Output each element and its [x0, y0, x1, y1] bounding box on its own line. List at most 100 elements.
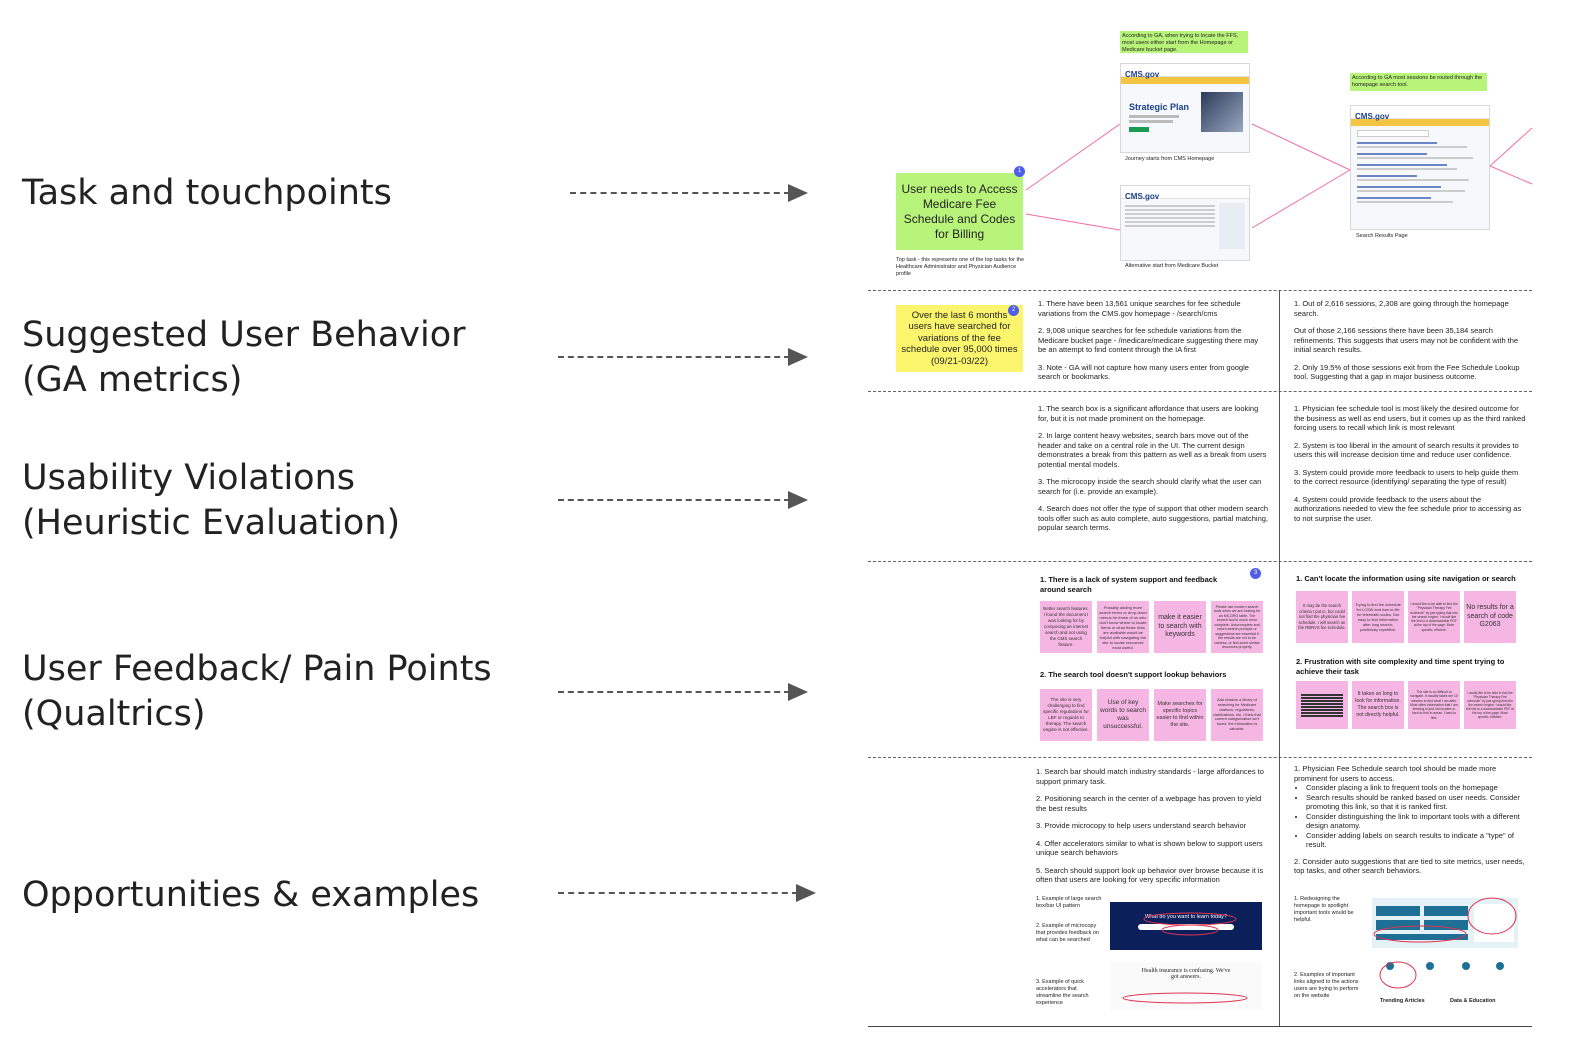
ga-col2-item: Out of those 2,166 sessions there have b… [1294, 326, 1519, 354]
arrow-head-icon [788, 184, 808, 202]
example-accelerators-title: Health insurance is confusing. We've got… [1141, 968, 1231, 980]
example-highlight-ellipse [1143, 912, 1237, 936]
sticky-note: Add shadow a library of searching for Me… [1211, 689, 1263, 741]
ga-col1-item: 1. There have been 13,561 unique searche… [1038, 299, 1241, 318]
cms-logo-3: CMS.gov [1355, 112, 1390, 121]
caption-homepage: Journey starts from CMS Homepage [1125, 156, 1215, 162]
arrow-task [570, 184, 808, 202]
column-divider [1279, 290, 1280, 1027]
divider-3 [868, 561, 1532, 562]
cms-logo-2: CMS.gov [1125, 192, 1160, 201]
link-icon [1426, 962, 1434, 970]
opportunity-col2-item2: 2. Consider auto suggestions that are ti… [1294, 856, 1525, 876]
ga-col1-item: 2. 9,008 unique searches for fee schedul… [1038, 326, 1259, 354]
arrow-head-icon [788, 348, 808, 366]
arrow-ga [558, 348, 808, 366]
example-homepage-redesign [1372, 898, 1518, 948]
caption-search: Search Results Page [1356, 233, 1408, 239]
sticky-note: Trying to find fee schedule for LCSW and… [1352, 591, 1404, 643]
arrow-opportunities [558, 884, 816, 902]
col2-example-label-2: 2. Examples of important links aligned t… [1294, 972, 1359, 999]
sticky-note: Use of key words to search was unsuccess… [1097, 689, 1149, 741]
heuristic-col1-item: 3. The microcopy inside the search shoul… [1038, 477, 1262, 496]
badge-3: 3 [1250, 568, 1261, 579]
col2-foot-right: Data & Education [1450, 998, 1496, 1004]
heuristic-col1-item: 4. Search does not offer the type of sup… [1038, 504, 1269, 532]
heuristic-col2: 1. Physician fee schedule tool is most l… [1294, 404, 1526, 531]
row-label-opportunities: Opportunities & examples [22, 875, 480, 915]
example-search-bar [1138, 924, 1234, 930]
divider-4 [868, 757, 1532, 758]
sticky-note: Please use modern search tools when we a… [1211, 601, 1263, 653]
example-accelerators-ellipse [1122, 992, 1248, 1004]
opportunities-col1: 1. Search bar should match industry stan… [1036, 767, 1268, 893]
example-search-hero: What do you want to learn today? [1110, 902, 1262, 950]
ga-sticky-text: Over the last 6 months users have search… [901, 309, 1018, 367]
feedback-left-heading-2: 2. The search tool doesn't support looku… [1040, 670, 1227, 679]
col2-foot-left: Trending Articles [1380, 998, 1425, 1004]
heuristic-col2-item: 4. System could provide feedback to the … [1294, 494, 1522, 523]
sticky-note: It may be the search criteria I put in, … [1296, 591, 1348, 643]
arrow-head-icon [796, 884, 816, 902]
example-important-links [1372, 958, 1518, 992]
cms-logo: CMS.gov [1125, 70, 1160, 79]
row-label-ga-metrics: Suggested User Behavior (GA metrics) [22, 315, 466, 400]
example-accelerators: Health insurance is confusing. We've got… [1110, 962, 1262, 1010]
badge-2: 2 [1008, 305, 1019, 316]
example-label-1: 1. Example of large search box/bar UI pa… [1036, 896, 1102, 909]
ga-col2: 1. Out of 2,616 sessions, 2,308 are goin… [1294, 299, 1526, 390]
opportunity-item: 2. Positioning search in the center of a… [1036, 794, 1262, 813]
heuristic-col1: 1. The search box is a significant affor… [1038, 404, 1268, 541]
sticky-note: Better search features. I found the docu… [1040, 601, 1092, 653]
example-label-2: 2. Example of microcopy that provides fe… [1036, 923, 1099, 943]
heuristic-col1-item: 1. The search box is a significant affor… [1038, 404, 1259, 423]
heuristic-col2-item: 3. System could provide more feedback to… [1294, 467, 1519, 487]
task-sticky: User needs to Access Medicare Fee Schedu… [896, 173, 1023, 250]
row-label-task: Task and touchpoints [22, 173, 392, 213]
divider-2 [868, 391, 1532, 392]
feedback-right-heading-1: 1. Can't locate the information using si… [1296, 574, 1516, 583]
bottom-border [868, 1026, 1532, 1027]
ga-col2-item: 1. Out of 2,616 sessions, 2,308 are goin… [1294, 299, 1509, 318]
hero-title: Strategic Plan [1129, 102, 1190, 112]
divider-1 [868, 290, 1532, 291]
ga-col1-item: 3. Note - GA will not capture how many u… [1038, 362, 1249, 382]
opportunity-col2-intro: 1. Physician Fee Schedule search tool sh… [1294, 764, 1497, 783]
ga-entry-note: According to GA, when trying to locate t… [1120, 31, 1248, 53]
sticky-note: It takes so long to look for information… [1352, 681, 1404, 729]
sticky-note: No results for a search of code G2063 [1464, 591, 1516, 643]
feedback-right-heading-2: 2. Frustration with site complexity and … [1296, 657, 1505, 676]
example-label-3: 3. Example of quick accelerators that st… [1036, 979, 1089, 1006]
ga-col2-item: 2. Only 19.5% of those sessions exit fro… [1294, 362, 1520, 382]
opportunities-col2: 1. Physician Fee Schedule search tool sh… [1294, 764, 1528, 876]
task-sticky-text: User needs to Access Medicare Fee Schedu… [901, 181, 1018, 241]
sticky-note: Make searches for specific topics easier… [1154, 689, 1206, 741]
link-icon [1496, 962, 1504, 970]
arrow-feedback [558, 683, 808, 701]
opportunity-item: 5. Search should support look up behavio… [1036, 865, 1264, 885]
sticky-note: The site is very challenging to find spe… [1040, 689, 1092, 741]
arrow-head-icon [788, 491, 808, 509]
heuristic-col2-item: 1. Physician fee schedule tool is most l… [1294, 404, 1526, 432]
link-icon [1462, 962, 1470, 970]
medicare-bucket-screenshot: CMS.gov [1120, 185, 1250, 261]
heuristic-col2-item: 2. System is too liberal in the amount o… [1294, 440, 1519, 460]
example-hero-title: What do you want to learn today? [1145, 914, 1227, 920]
arrow-heuristic [558, 491, 808, 509]
col2-example-label-1: 1. Redesigning the homepage to spotlight… [1294, 896, 1354, 923]
sticky-note-redacted [1296, 681, 1348, 729]
arrow-head-icon [788, 683, 808, 701]
sticky-note: Possibly adding more search terms or dro… [1097, 601, 1149, 653]
example-redesign-ellipses [1373, 897, 1517, 943]
journey-connectors [1025, 123, 1533, 231]
sticky-note: The site is so difficult to navigate. It… [1408, 681, 1460, 729]
badge-1: 1 [1014, 166, 1025, 177]
link-icon [1386, 962, 1394, 970]
row-label-heuristic: Usability Violations (Heuristic Evaluati… [22, 458, 401, 543]
ga-col1: 1. There have been 13,561 unique searche… [1038, 299, 1268, 390]
opportunity-item: 3. Provide microcopy to help users under… [1036, 821, 1247, 830]
opportunity-item: 1. Search bar should match industry stan… [1036, 767, 1264, 786]
opportunity-bullet: Consider distinguishing the link to impo… [1306, 812, 1528, 831]
opportunity-bullet: Consider adding labels on search results… [1306, 831, 1528, 850]
feedback-left-heading-1: 1. There is a lack of system support and… [1040, 575, 1218, 594]
